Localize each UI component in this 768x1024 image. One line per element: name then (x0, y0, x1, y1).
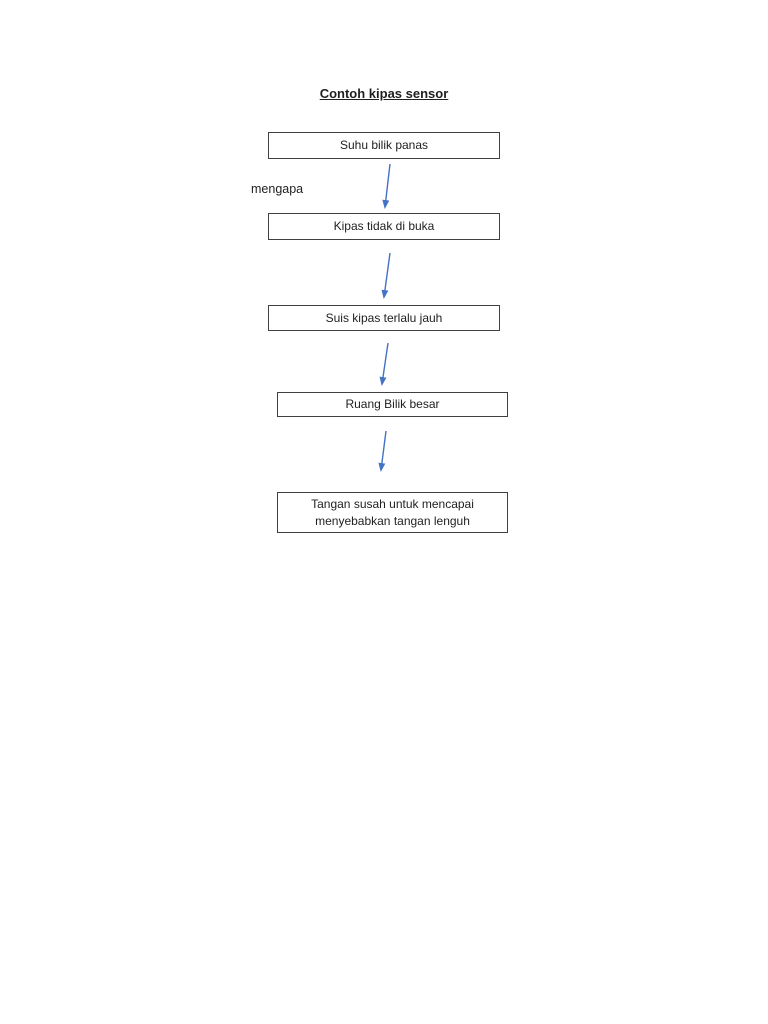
flow-node-kipas-tidak-dibuka: Kipas tidak di buka (268, 213, 500, 240)
down-arrow-icon (379, 342, 389, 386)
flow-node-ruang-bilik-besar: Ruang Bilik besar (277, 392, 508, 417)
flow-node-tangan-susah-mencapai: Tangan susah untuk mencapai menyebabkan … (277, 492, 508, 533)
flow-node-suhu-bilik-panas: Suhu bilik panas (268, 132, 500, 159)
flow-node-label: Ruang Bilik besar (345, 397, 440, 411)
down-arrow-icon (382, 163, 391, 209)
down-arrow-icon (378, 430, 387, 472)
flow-node-label: Kipas tidak di buka (333, 219, 435, 233)
flow-node-label: Tangan susah untuk mencapai menyebabkan … (311, 496, 474, 528)
flow-node-label: Suis kipas terlalu jauh (325, 310, 443, 325)
flow-node-label: Suhu bilik panas (339, 138, 429, 152)
flow-node-suis-kipas-terlalu-jauh: Suis kipas terlalu jauh (268, 305, 500, 331)
down-arrow-icon (381, 252, 391, 299)
side-label-mengapa: mengapa (251, 182, 304, 196)
diagram-title: Contoh kipas sensor (319, 86, 449, 101)
